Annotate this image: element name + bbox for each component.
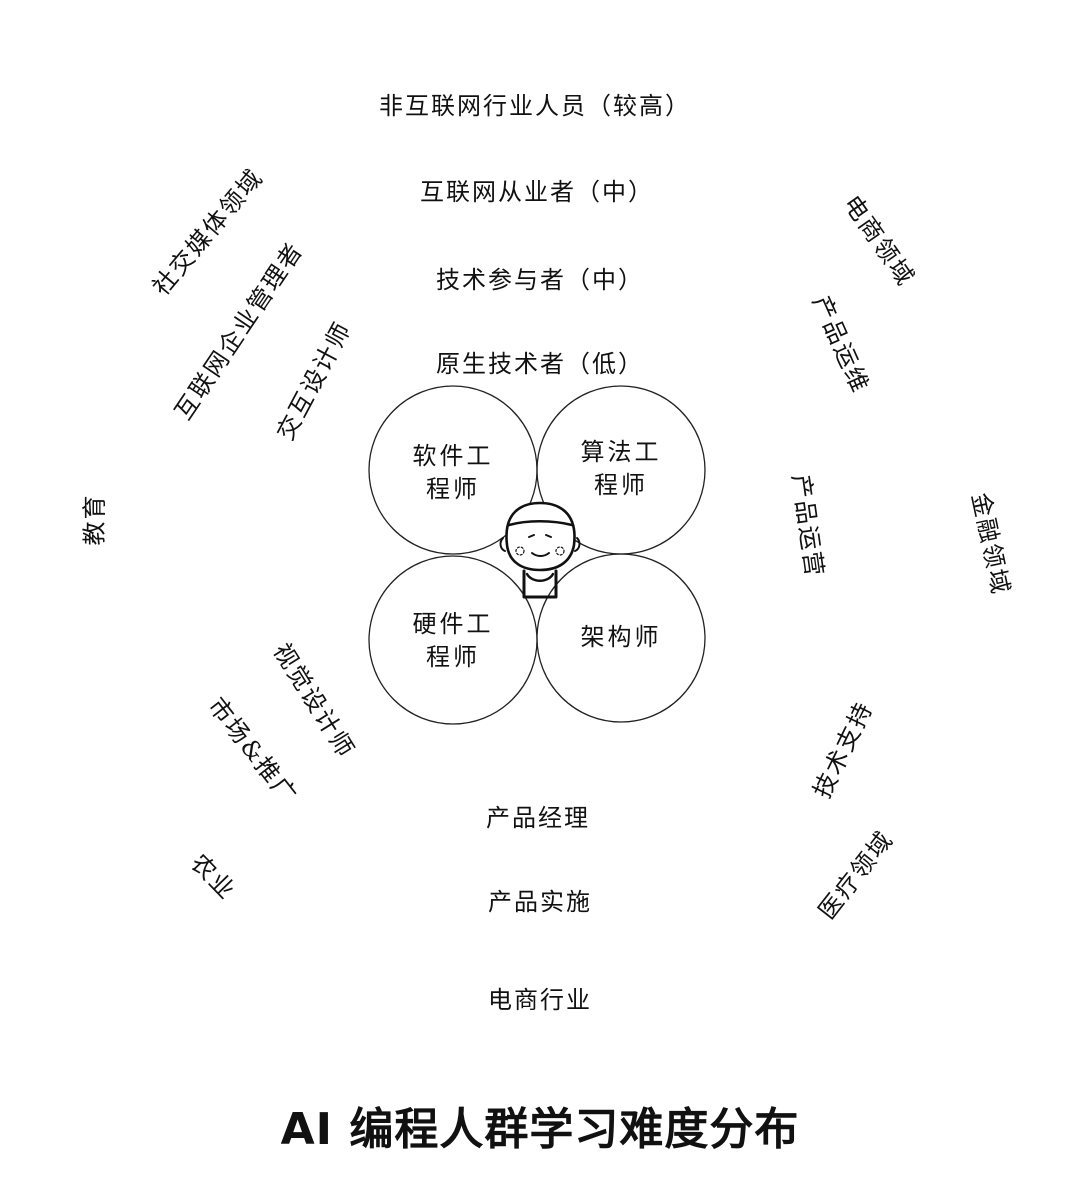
- architect-circle: [536, 553, 706, 723]
- software-engineer-line1: 软件工: [412, 442, 494, 470]
- level-tech-participant-label: 技术参与者（中）: [436, 266, 644, 294]
- product-manager-label: 产品经理: [486, 804, 590, 832]
- hardware-engineer-line1: 硬件工: [412, 610, 494, 638]
- algorithm-engineer-line1: 算法工: [580, 438, 662, 466]
- hardware-engineer-line2: 程师: [426, 643, 480, 671]
- person-face-icon: [499, 501, 581, 599]
- ecommerce-industry-label: 电商行业: [488, 986, 592, 1014]
- software-engineer-line2: 程师: [426, 475, 480, 503]
- level-native-tech-label: 原生技术者（低）: [436, 350, 644, 378]
- level-non-internet-label: 非互联网行业人员（较高）: [379, 92, 691, 120]
- education-label: 教育: [80, 493, 109, 546]
- algorithm-engineer-line2: 程师: [594, 471, 648, 499]
- level-internet-practitioner-label: 互联网从业者（中）: [420, 178, 654, 206]
- architect-label: 架构师: [580, 623, 662, 651]
- diagram-title: AI 编程人群学习难度分布: [280, 1104, 800, 1155]
- product-implementation-label: 产品实施: [488, 888, 592, 916]
- algorithm-engineer-label: 算法工 程师: [551, 436, 691, 502]
- hardware-engineer-label: 硬件工 程师: [383, 608, 523, 674]
- software-engineer-label: 软件工 程师: [383, 440, 523, 506]
